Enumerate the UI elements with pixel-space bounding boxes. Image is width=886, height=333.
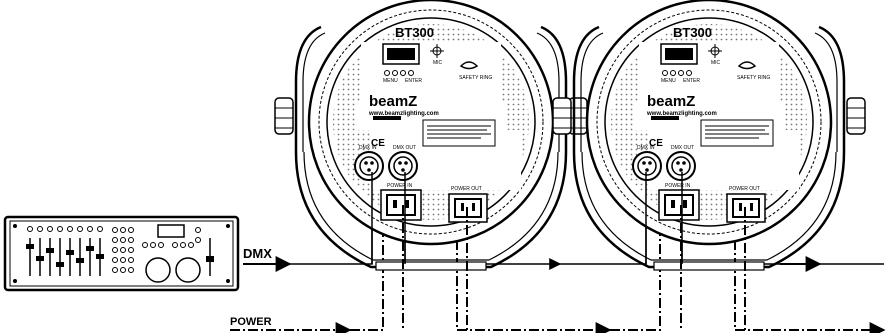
fixture-2-ce-mark: CE [649,138,663,149]
controller-faders [26,238,214,276]
fixture-2-enter-label: ENTER [683,78,700,84]
fixture-1-menu-label: MENU [383,78,398,84]
fixture-2-power-in-label: POWER IN [665,183,691,189]
fixture-2-power-out-label: POWER OUT [729,186,760,192]
fixture-2-mic-label: MIC [711,60,721,66]
fixture-1-enter-label: ENTER [405,78,422,84]
fixture-1-power-in-label: POWER IN [387,183,413,189]
fixture-2-model: BT300 [673,25,712,40]
fixture-1-brand-logo: beamZ [369,93,417,110]
dmx-label: DMX [243,246,272,261]
fixture-1-mic-label: MIC [433,60,443,66]
dmx-controller [3,215,240,292]
controller-display [157,224,185,238]
controller-tilt-wheel [175,257,201,283]
power-label: POWER [230,316,272,328]
fixture-2-menu-label: MENU [661,78,676,84]
fixture-1-model: BT300 [395,25,434,40]
fixture-1-safety-ring-label: SAFETY RING [459,75,492,81]
cable-overlays [371,172,746,330]
fixture-2-website: www.beamzlighting.com [646,111,717,117]
fixture-2-safety-ring-label: SAFETY RING [737,75,770,81]
fixture-1-dmx-out-label: DMX OUT [393,145,416,151]
fixture-2-dmx-out-label: DMX OUT [671,145,694,151]
fixture-1-ce-mark: CE [371,138,385,149]
fixture-1: BT300 MENU ENTER MIC SAFETY RING beamZ w… [273,0,589,272]
fixture-1-power-out-label: POWER OUT [451,186,482,192]
fixture-2: BT300 MENU ENTER MIC SAFETY RING beamZ w… [551,0,867,272]
controller-pan-wheel [145,257,171,283]
fixture-1-website: www.beamzlighting.com [368,111,439,117]
fixture-1-dmx-in-label: DMX IN [359,145,377,151]
power-lines [230,220,886,333]
fixture-2-brand-logo: beamZ [647,93,695,110]
fixture-2-dmx-in-label: DMX IN [637,145,655,151]
controller-buttons [27,226,201,273]
